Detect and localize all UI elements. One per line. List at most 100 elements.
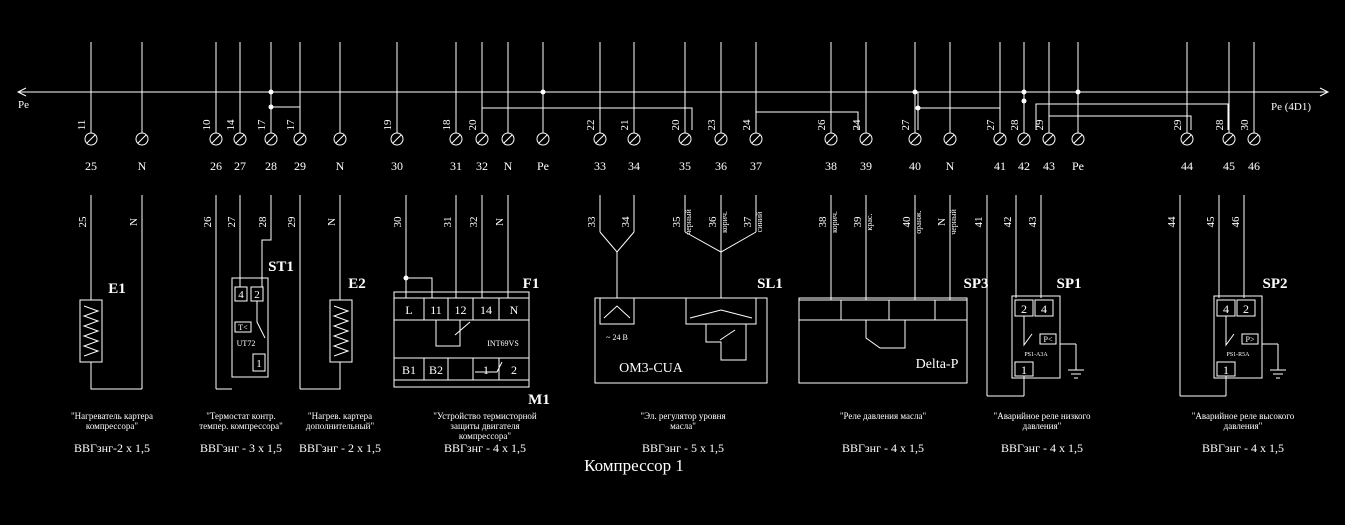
device-caption: масла" xyxy=(670,421,696,431)
wire-top-number: 29 xyxy=(1172,119,1184,131)
device-wire-label: N xyxy=(326,218,338,226)
sensor-box xyxy=(1241,333,1259,345)
wire-top-number: 10 xyxy=(201,119,213,131)
relay-box xyxy=(1213,295,1263,379)
terminal-screw xyxy=(451,134,461,144)
device-id: M1 xyxy=(528,392,550,408)
terminal-circle xyxy=(390,132,404,146)
switch-line xyxy=(435,320,461,347)
wire-bottom-number: 40 xyxy=(909,159,921,173)
terminal-screw xyxy=(211,134,221,144)
sensor-label: T< xyxy=(238,323,248,332)
device-caption: компрессора" xyxy=(459,431,511,441)
device-wire-label: 43 xyxy=(1027,216,1039,228)
device-caption: "Аварийное реле высокого xyxy=(1192,411,1295,421)
terminal-screw xyxy=(1073,134,1083,144)
bus-junction xyxy=(540,89,546,95)
terminal-screw xyxy=(826,134,836,144)
terminal-circle xyxy=(993,132,1007,146)
device-wire-label: 36 xyxy=(707,216,719,228)
wire-top-number: 18 xyxy=(441,119,453,131)
relay-box xyxy=(1011,295,1061,379)
wire-top-number: 17 xyxy=(285,119,297,131)
contact-label: 1 xyxy=(1021,363,1027,377)
switch-line xyxy=(719,329,736,341)
terminal-circle xyxy=(859,132,873,146)
terminal-screw xyxy=(266,134,276,144)
switch-line xyxy=(454,321,471,336)
jumper-junction xyxy=(1021,98,1027,104)
wire-bottom-number: 28 xyxy=(265,159,277,173)
device-caption: "Термостат контр. xyxy=(206,411,276,421)
terminal-circle xyxy=(293,132,307,146)
wire-bottom-number: 32 xyxy=(476,159,488,173)
f1-box xyxy=(393,291,530,388)
device-wire xyxy=(405,277,433,298)
device-wire-label: 27 xyxy=(226,216,238,228)
sp3-box xyxy=(798,297,968,384)
pe-bus: Pe Pe (4D1) xyxy=(16,87,1330,113)
terminal-label: 2 xyxy=(511,363,517,377)
wire-color-label: черный xyxy=(949,209,958,235)
device-wire-label: N xyxy=(494,218,506,226)
wire-bottom-number: 25 xyxy=(85,159,97,173)
sensor-label: P< xyxy=(1044,335,1053,344)
wire-bottom-number: 31 xyxy=(450,159,462,173)
device-caption: "Нагрев. картера xyxy=(308,411,372,421)
wire-top-number: 23 xyxy=(706,119,718,131)
wire-color-label: корич. xyxy=(830,211,839,233)
terminal-circle xyxy=(943,132,957,146)
symbol-line xyxy=(689,309,753,319)
contact-label: 2 xyxy=(1021,302,1027,316)
device-id: SP2 xyxy=(1262,276,1287,292)
terminal-circle xyxy=(84,132,98,146)
terminal-circle xyxy=(135,132,149,146)
terminal-screw xyxy=(1224,134,1234,144)
wire-bottom-number: 39 xyxy=(860,159,872,173)
wire-top-number: 19 xyxy=(382,119,394,131)
terminal-circle xyxy=(264,132,278,146)
device-caption: давления" xyxy=(1023,421,1062,431)
wire-top-number: 27 xyxy=(985,119,997,131)
device-wire-label: 32 xyxy=(468,217,480,228)
terminal-Pe: Pe xyxy=(536,42,550,173)
symbol-line xyxy=(603,305,631,319)
sp3-cell xyxy=(888,299,936,321)
wire-color-label: оранж. xyxy=(914,210,923,233)
device-wire-label: 44 xyxy=(1166,216,1178,228)
terminal-label: 11 xyxy=(430,303,442,317)
device-cable: ВВГзнг - 3 х 1,5 xyxy=(200,441,282,455)
page-title: Компрессор 1 xyxy=(584,456,684,475)
voltage-label: ~ 24 В xyxy=(606,333,628,342)
wire-top-number: 17 xyxy=(256,119,268,131)
device-wire-label: 30 xyxy=(392,216,404,228)
terminal-circle xyxy=(908,132,922,146)
terminal-circle xyxy=(593,132,607,146)
terminal-screw xyxy=(503,134,513,144)
wire-color-label: корич. xyxy=(720,211,729,233)
device-wire-label: 31 xyxy=(442,217,454,228)
wire-color-label: синий xyxy=(755,211,764,232)
terminal-circle xyxy=(449,132,463,146)
terminal-screw xyxy=(1019,134,1029,144)
contact-label: 4 xyxy=(238,289,244,301)
contact-label: 4 xyxy=(1223,302,1229,316)
device-caption: "Реле давления масла" xyxy=(840,411,927,421)
device-wire-label: 40 xyxy=(901,216,913,228)
heater-box xyxy=(329,299,353,363)
wire-color-label: черный xyxy=(684,209,693,235)
terminal-screw xyxy=(295,134,305,144)
contact-box xyxy=(252,353,266,372)
device-id: F1 xyxy=(523,276,540,292)
wire-bottom-number: 41 xyxy=(994,159,1006,173)
device-inner-label: PS1-A3A xyxy=(1024,352,1048,358)
